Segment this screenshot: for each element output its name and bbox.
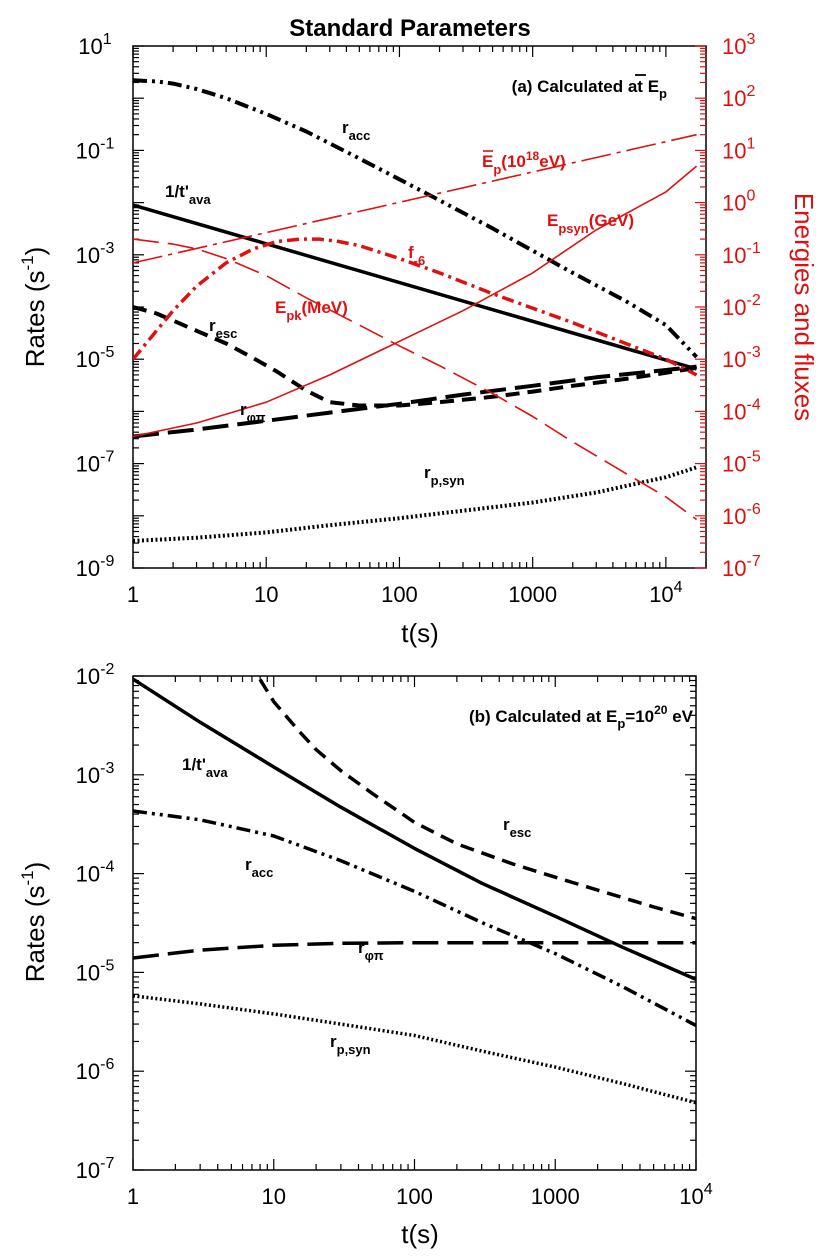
- series-line-r-acc: [133, 809, 696, 1028]
- y2-tick-label: 10-7: [722, 553, 761, 581]
- y2-tick-label: 10-2: [722, 292, 761, 320]
- annotation-symbol: E: [606, 707, 617, 726]
- y-tick-label: 10-3: [76, 760, 115, 788]
- plot-frame: [132, 675, 697, 1171]
- x-axis-label: t(s): [401, 618, 439, 648]
- series-label-r-esc: resc: [209, 316, 237, 341]
- series-label-inv-tava: 1/t'ava: [182, 755, 228, 780]
- series-label-inv-tava: 1/t'ava: [165, 182, 211, 207]
- x-tick-label: 1000: [531, 1184, 580, 1209]
- series-label-r-acc: racc: [342, 118, 370, 143]
- series-label-r-psyn: rp,syn: [330, 1032, 371, 1057]
- y2-tick-label: 102: [722, 83, 755, 111]
- y2-tick-label: 10-6: [722, 501, 761, 529]
- series-label-r-phipi: rφπ: [358, 938, 384, 963]
- panel-b-chart: 1 10 100 1000 104 10-7 10-6 10-5 10-4 10-3 10-2 t(s…: [18, 661, 713, 1249]
- series-label-f-minus6: f-6: [408, 243, 425, 268]
- panel-annotation: (b) Calculated at Ep=1020 eV: [469, 703, 694, 731]
- y-tick-label: 101: [78, 31, 111, 59]
- series-label-E-psyn: Epsyn(GeV): [547, 211, 634, 236]
- x-tick-label: 100: [396, 1184, 433, 1209]
- y-tick-label: 10-7: [76, 1155, 115, 1183]
- y-axis-label: Rates (s-1): [18, 862, 50, 983]
- y2-tick-label: 10-4: [722, 396, 761, 424]
- y2-tick-label: 10-1: [722, 240, 761, 268]
- x-tick-label: 104: [679, 1181, 712, 1209]
- x-tick-label: 10: [254, 582, 278, 607]
- y-tick-label: 10-6: [76, 1056, 115, 1084]
- y-tick-label: 10-7: [76, 449, 115, 477]
- y-tick-label: 10-3: [76, 240, 115, 268]
- x-tick-label: 1: [127, 1184, 139, 1209]
- panel-annotation: (a) Calculated at Ep: [512, 77, 667, 101]
- y2-tick-label: 10-5: [722, 449, 761, 477]
- panel-a-chart: 1 10 100 1000 104 10-9 10-7 10-5 10-3 10-1 101 10-7…: [18, 31, 819, 648]
- figure-title: Standard Parameters: [289, 15, 530, 42]
- series-line-r-psyn: [133, 994, 696, 1105]
- x-tick-label: 104: [649, 579, 682, 607]
- y2-tick-label: 101: [722, 135, 755, 163]
- y-tick-label: 10-4: [76, 859, 115, 887]
- y2-tick-label: 100: [722, 188, 755, 216]
- x-tick-label: 100: [381, 582, 418, 607]
- series-line-inv-tava: [133, 677, 696, 982]
- x-axis-label: t(s): [401, 1219, 439, 1249]
- y2-tick-label: 10-3: [722, 344, 761, 372]
- y2-axis-label: Energies and fluxes: [789, 193, 819, 421]
- series-label-r-acc: racc: [245, 855, 273, 880]
- series-line-r-psyn: [133, 465, 698, 543]
- series-line-r-acc: [133, 78, 699, 359]
- series-group: [133, 78, 699, 543]
- plot-frame: [132, 45, 707, 569]
- y-tick-label: 10-2: [76, 661, 115, 689]
- series-group: [133, 677, 696, 1105]
- series-line-E-pk: [133, 238, 698, 521]
- annotation-symbol: E: [648, 77, 659, 96]
- series-line-r-esc: [133, 305, 697, 408]
- series-line-E-p-bar: [133, 133, 697, 264]
- series-line-f-minus6: [133, 237, 698, 377]
- series-label-E-p-bar: Ep(1018eV): [482, 149, 566, 177]
- series-line-r-phipi: [133, 940, 696, 960]
- series-line-r-esc: [258, 678, 696, 921]
- series-label-E-pk: Epk(MeV): [275, 298, 348, 323]
- y-tick-label: 10-1: [76, 135, 115, 163]
- x-tick-label: 1000: [508, 582, 557, 607]
- series-line-r-phipi: [133, 364, 697, 439]
- series-label-r-psyn: rp,syn: [424, 463, 465, 488]
- series-line-E-psyn: [133, 165, 698, 438]
- x-tick-label: 10: [262, 1184, 286, 1209]
- y-tick-label: 10-5: [76, 344, 115, 372]
- series-label-r-esc: resc: [503, 815, 531, 840]
- y-tick-label: 10-5: [76, 957, 115, 985]
- series-line-inv-tava: [133, 203, 698, 371]
- series-label-r-phipi: rφπ: [240, 400, 266, 425]
- y2-tick-label: 103: [722, 31, 755, 59]
- y-tick-label: 10-9: [76, 553, 115, 581]
- x-tick-label: 1: [127, 582, 139, 607]
- y-axis-label: Rates (s-1): [18, 247, 50, 368]
